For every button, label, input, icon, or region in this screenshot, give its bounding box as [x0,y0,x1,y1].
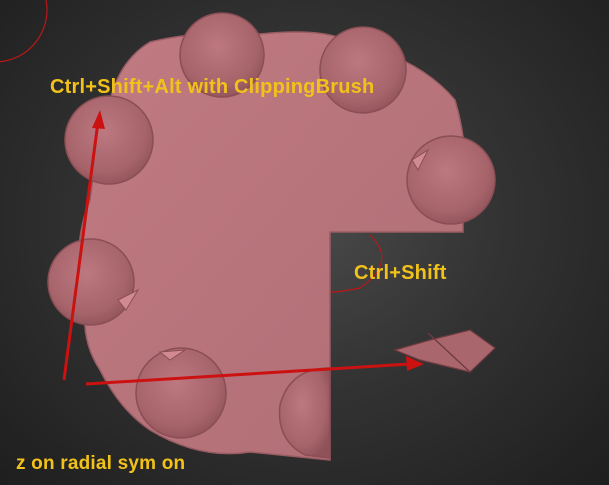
mesh-sliver [393,329,496,373]
brush-cursor-circle-topleft [0,0,48,63]
annotation-radial-symmetry: z on radial sym on [16,453,186,474]
mesh-disc [135,347,227,439]
mesh-disc [179,12,265,98]
arrow-vertical [62,110,105,381]
disc-notch [158,349,187,361]
mesh-disc [47,238,135,326]
arrow-horizontal [85,356,424,386]
annotation-clipping-brush: Ctrl+Shift+Alt with ClippingBrush [50,76,375,98]
disc-notch [411,148,430,172]
annotation-ctrl-shift: Ctrl+Shift [354,262,447,284]
mesh-disc [319,26,407,114]
mesh-disc [64,95,154,185]
brush-cursor-circle-mid [329,234,383,293]
mesh-sliver-edge [427,332,471,373]
mesh-disc [406,135,496,225]
disc-notch [117,288,140,311]
